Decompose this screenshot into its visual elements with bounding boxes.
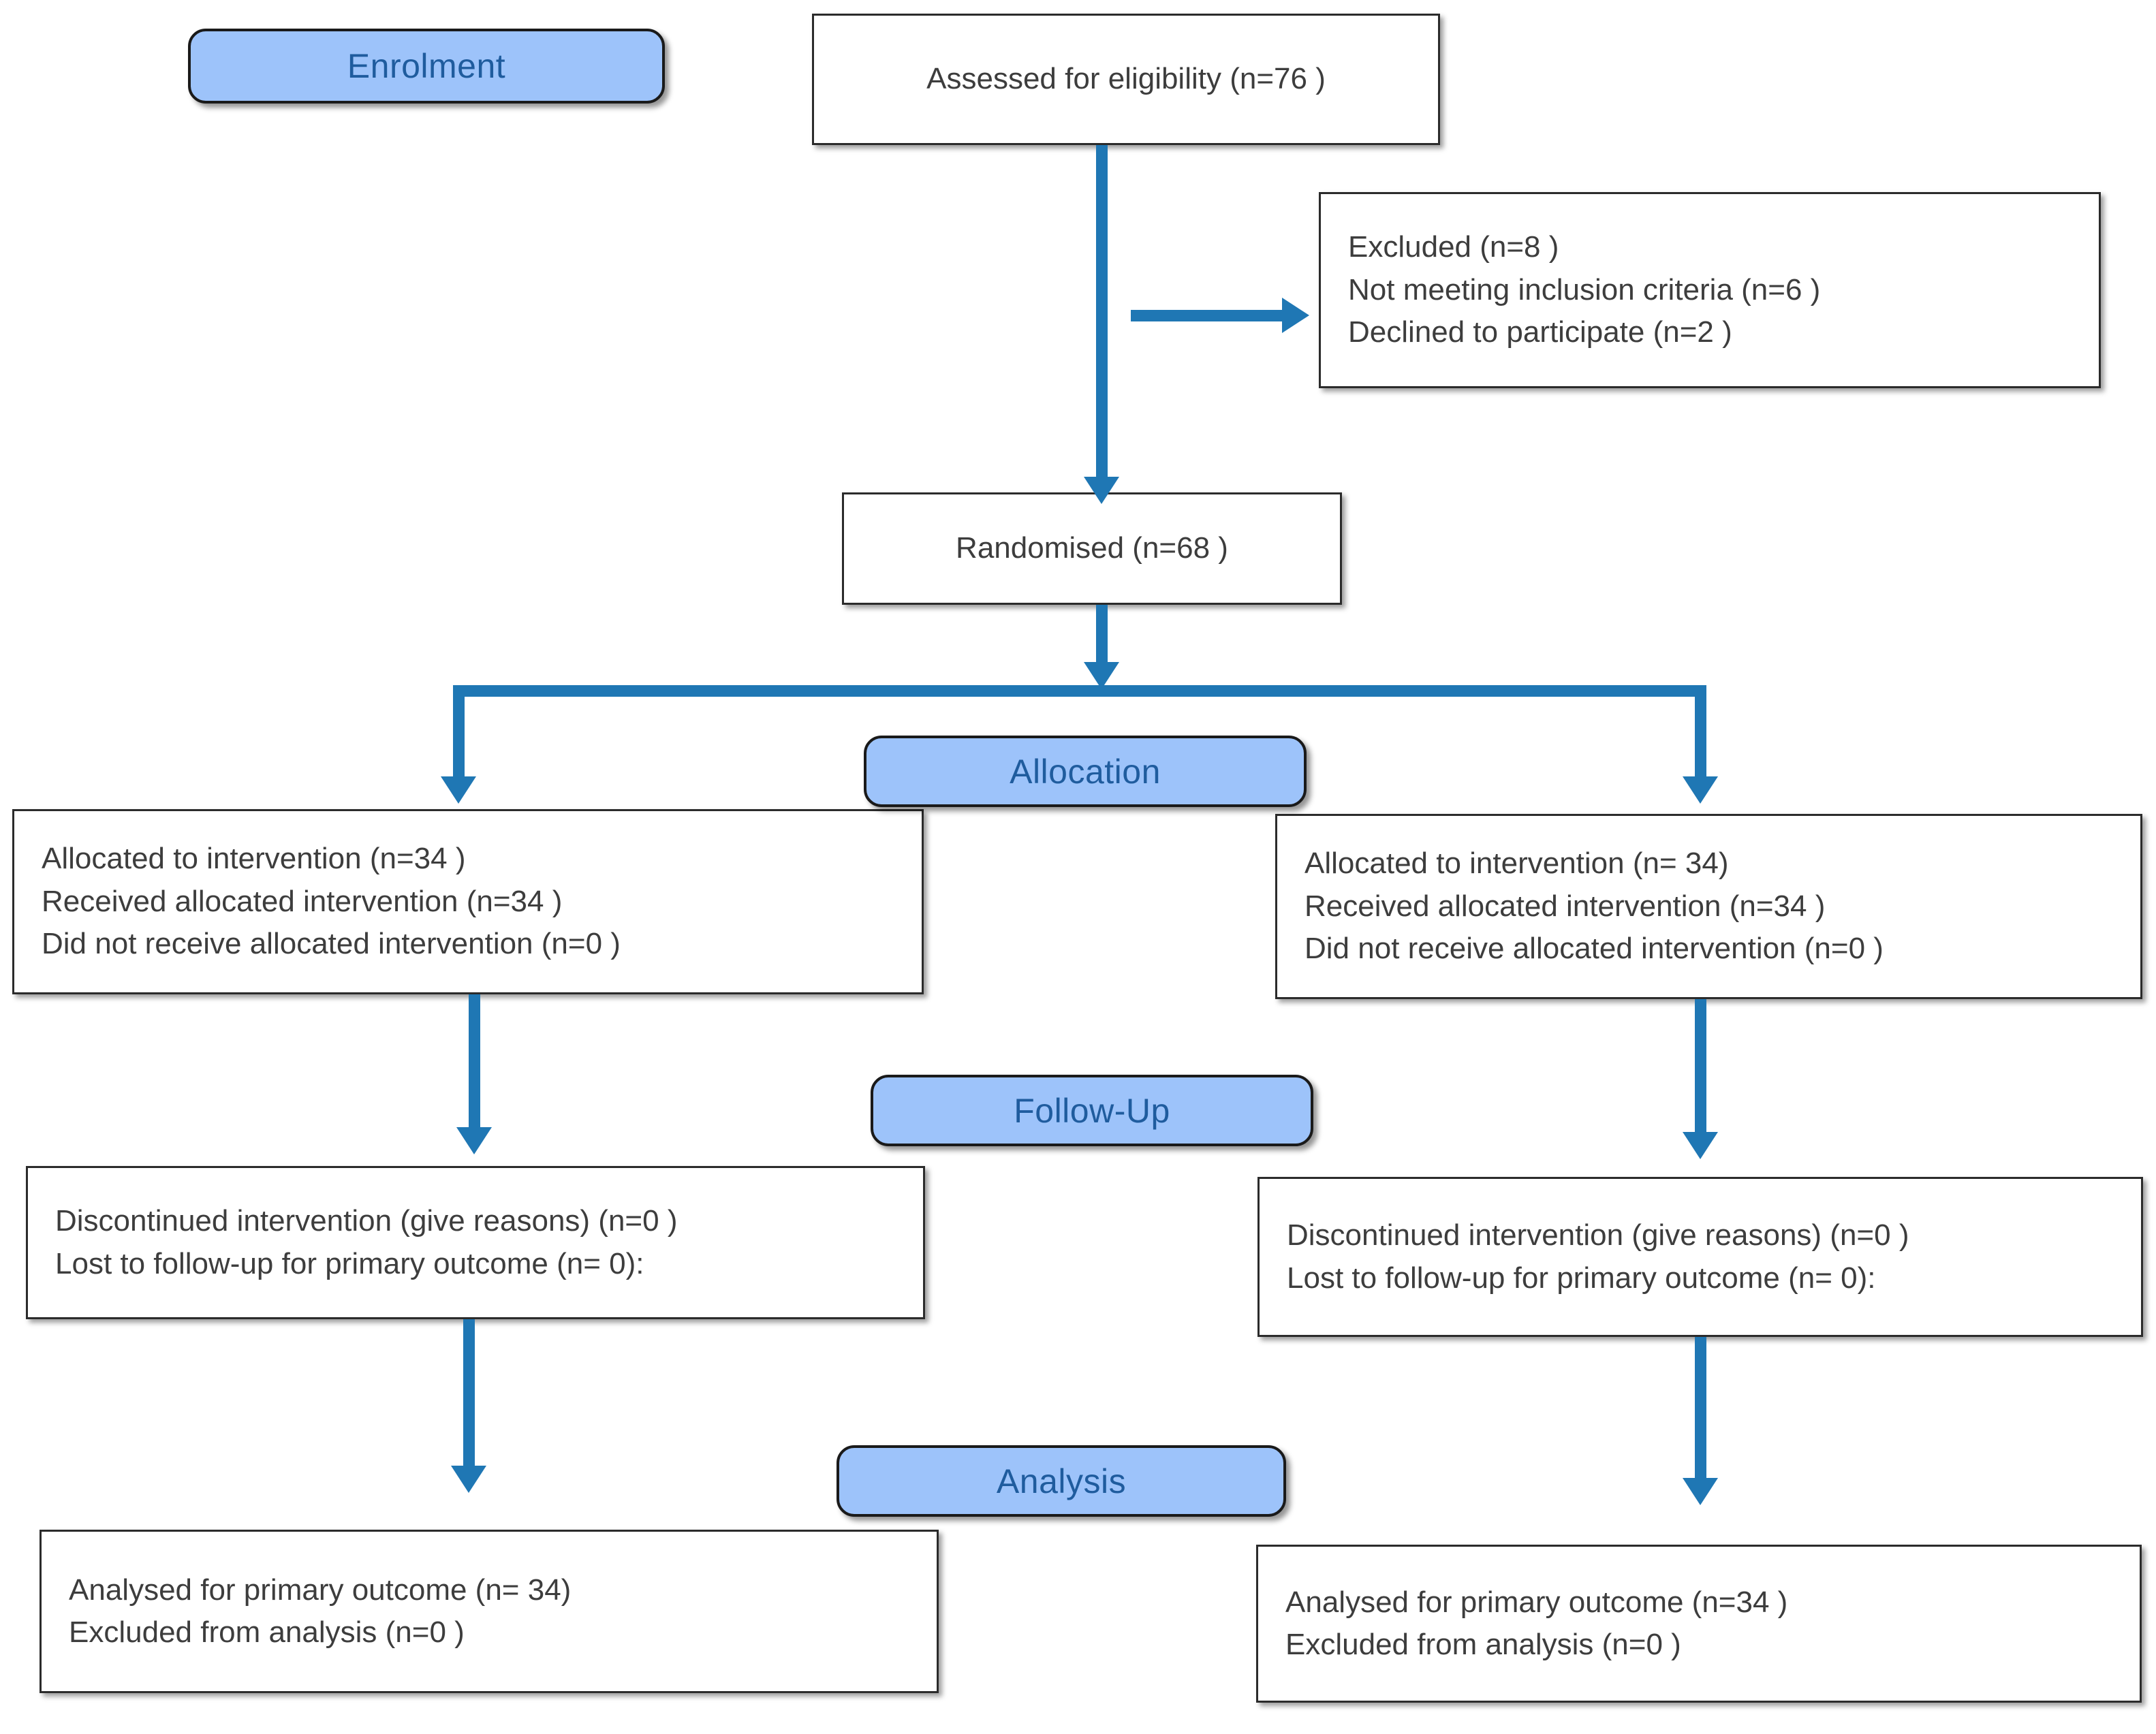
stage-badge-allocation: Allocation — [864, 736, 1307, 807]
node-line: Lost to follow-up for primary outcome (n… — [1287, 1261, 1876, 1295]
node-allocation-left: Allocated to intervention (n=34 ) Receiv… — [12, 809, 924, 994]
arrowhead-into-followup-left — [456, 1127, 492, 1154]
node-excluded: Excluded (n=8 ) Not meeting inclusion cr… — [1319, 192, 2101, 388]
node-line: Lost to follow-up for primary outcome (n… — [55, 1246, 644, 1280]
connector-followup-left-to-analysis-left — [463, 1319, 475, 1476]
node-followup-left: Discontinued intervention (give reasons)… — [26, 1166, 925, 1319]
node-assessed-for-eligibility: Assessed for eligibility (n=76 ) — [812, 14, 1440, 145]
arrowhead-into-randomised — [1084, 477, 1119, 504]
arrowhead-randomised-stem — [1084, 662, 1119, 689]
connector-assessed-to-randomised — [1096, 145, 1108, 484]
node-line: Received allocated intervention (n=34 ) — [1304, 889, 1826, 923]
connector-followup-right-to-analysis-right — [1695, 1337, 1706, 1488]
connector-split-bar — [453, 685, 1706, 697]
arrowhead-into-allocation-left — [441, 776, 476, 804]
node-randomised: Randomised (n=68 ) — [842, 492, 1342, 605]
node-line: Discontinued intervention (give reasons)… — [1287, 1218, 1909, 1252]
node-line: Did not receive allocated intervention (… — [1304, 932, 1884, 966]
node-followup-right: Discontinued intervention (give reasons)… — [1257, 1177, 2143, 1337]
stage-badge-followup: Follow-Up — [871, 1075, 1313, 1146]
node-line: Randomised (n=68 ) — [956, 531, 1228, 565]
connector-randomised-stem — [1096, 605, 1108, 670]
node-allocation-right: Allocated to intervention (n= 34) Receiv… — [1275, 814, 2142, 999]
node-analysis-left: Analysed for primary outcome (n= 34) Exc… — [40, 1530, 939, 1693]
node-analysis-right: Analysed for primary outcome (n=34 ) Exc… — [1256, 1545, 2142, 1703]
connector-allocation-left-to-followup-left — [469, 994, 480, 1137]
connector-trunk-to-excluded — [1131, 310, 1284, 321]
arrowhead-into-analysis-right — [1683, 1478, 1718, 1505]
stage-badge-analysis: Analysis — [837, 1445, 1286, 1517]
node-line: Not meeting inclusion criteria (n=6 ) — [1348, 272, 1821, 306]
arrowhead-into-followup-right — [1683, 1132, 1718, 1159]
node-line: Did not receive allocated intervention (… — [42, 927, 621, 961]
node-line: Excluded from analysis (n=0 ) — [1285, 1628, 1681, 1661]
arrowhead-into-excluded — [1282, 298, 1309, 333]
arrowhead-into-allocation-right — [1683, 776, 1718, 804]
node-line: Excluded from analysis (n=0 ) — [69, 1615, 465, 1649]
stage-badge-allocation-label: Allocation — [1010, 752, 1161, 791]
stage-badge-analysis-label: Analysis — [996, 1462, 1127, 1500]
node-line: Assessed for eligibility (n=76 ) — [926, 62, 1326, 96]
node-line: Received allocated intervention (n=34 ) — [42, 884, 563, 918]
arrowhead-into-analysis-left — [451, 1466, 486, 1493]
node-line: Discontinued intervention (give reasons)… — [55, 1204, 678, 1238]
connector-split-left-drop — [453, 685, 465, 787]
node-line: Allocated to intervention (n=34 ) — [42, 842, 466, 876]
node-line: Excluded (n=8 ) — [1348, 230, 1559, 264]
stage-badge-followup-label: Follow-Up — [1014, 1091, 1170, 1130]
stage-badge-enrolment-label: Enrolment — [347, 47, 506, 85]
connector-allocation-right-to-followup-right — [1695, 999, 1706, 1142]
node-line: Allocated to intervention (n= 34) — [1304, 847, 1729, 881]
node-line: Analysed for primary outcome (n= 34) — [69, 1573, 572, 1607]
node-line: Analysed for primary outcome (n=34 ) — [1285, 1585, 1788, 1619]
stage-badge-enrolment: Enrolment — [188, 29, 665, 104]
node-line: Declined to participate (n=2 ) — [1348, 315, 1732, 349]
connector-split-right-drop — [1695, 685, 1706, 787]
